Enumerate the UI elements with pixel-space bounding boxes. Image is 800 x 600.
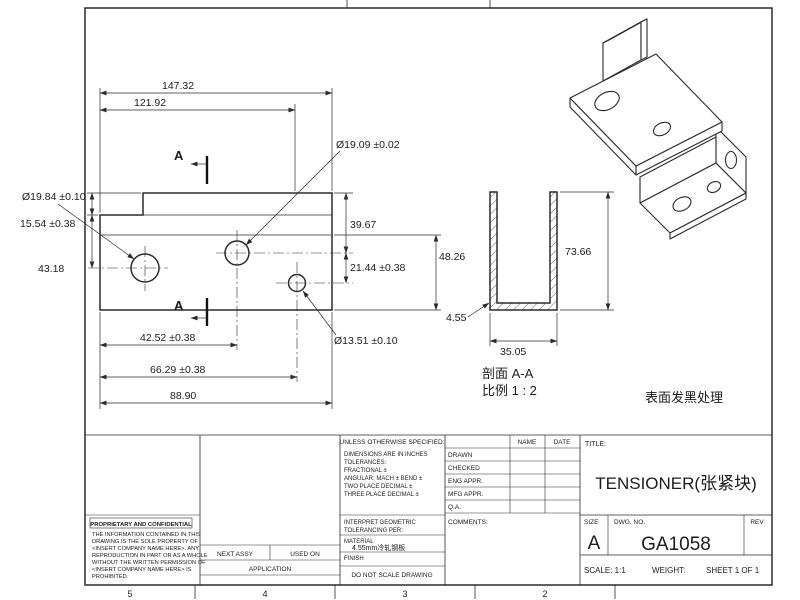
dim-bottom-width: 88.90 [170, 390, 196, 402]
used-on-label: USED ON [290, 551, 320, 558]
proprietary-note: PROPRIETARY AND CONFIDENTIAL THE INFORMA… [89, 517, 208, 580]
size-value: A [588, 533, 601, 554]
isometric-view [569, 18, 747, 240]
title-label: TITLE: [585, 441, 606, 448]
spec-line: DIMENSIONS ARE IN INCHES [344, 452, 428, 458]
title-block-grid [85, 434, 772, 585]
section-profile [489, 191, 558, 311]
dim-small-hole-x: 66.29 ±0.38 [150, 364, 206, 376]
front-view-dimensions: 147.32 121.92 15.54 ±0.38 43.18 Ø19.84 ±… [20, 80, 465, 409]
approval-row-label: Q.A. [448, 504, 461, 511]
date-column-header: DATE [554, 439, 572, 446]
size-label: SIZE [584, 519, 599, 526]
sheet-text: SHEET 1 OF 1 [706, 566, 760, 575]
surface-treatment-note: 表面发黑处理 [645, 390, 723, 405]
dim-center-hole-x: 42.52 ±0.38 [140, 332, 196, 344]
dim-upper-width: 121.92 [134, 97, 166, 109]
iso-flange-hole-4 [706, 180, 722, 194]
dwg-no-label: DWG. NO. [614, 519, 645, 526]
section-marker-bottom: A [174, 298, 184, 313]
dim-small-hole-callout: Ø13.51 ±0.10 [334, 335, 398, 347]
spec-header: UNLESS OTHERWISE SPECIFIED: [340, 439, 445, 446]
approval-row-label: ENG APPR. [448, 478, 483, 485]
proprietary-line: PROHIBITED. [92, 574, 129, 580]
zone-3: 3 [402, 589, 407, 599]
iso-end-tab-hole [724, 150, 738, 170]
dim-holes-v: 21.44 ±0.38 [350, 262, 406, 274]
dim-overall-width: 147.32 [162, 80, 194, 92]
tolerancing-per: TOLERANCING PER: [344, 528, 403, 534]
scale-text: SCALE: 1:1 [584, 566, 626, 575]
application-block: NEXT ASSY USED ON APPLICATION [217, 551, 320, 573]
drawing-title: TENSIONER(张紧块) [595, 474, 757, 493]
zone-2: 2 [542, 589, 547, 599]
rev-label: REV [750, 519, 764, 526]
section-cut-marks: A A [174, 148, 209, 326]
spec-line: THREE PLACE DECIMAL ± [344, 492, 419, 498]
name-column-header: NAME [518, 439, 537, 446]
approval-row-label: COMMENTS: [448, 519, 488, 526]
proprietary-header: PROPRIETARY AND CONFIDENTIAL [90, 522, 192, 528]
spec-notes: UNLESS OTHERWISE SPECIFIED: DIMENSIONS A… [340, 439, 445, 579]
title-area: TITLE: TENSIONER(张紧块) SIZE A DWG. NO. GA… [584, 441, 764, 575]
weight-text: WEIGHT: [652, 566, 685, 575]
dim-right-height: 48.26 [439, 251, 465, 263]
zone-labels: 5 4 3 2 [127, 589, 547, 599]
spec-line: TOLERANCES: [344, 460, 387, 466]
approval-row-label: CHECKED [448, 465, 480, 472]
material-value: 4.55mm冷轧钢板 [352, 543, 405, 552]
iso-flange-hole-1 [594, 90, 620, 112]
dim-center-hole-callout: Ø19.09 ±0.02 [336, 139, 400, 151]
next-assy-label: NEXT ASSY [217, 551, 254, 558]
interpret-geometric: INTERPRET GEOMETRIC [344, 520, 417, 526]
application-label: APPLICATION [249, 566, 292, 573]
proprietary-line: <INSERT COMPANY NAME HERE> IS [92, 567, 192, 573]
section-caption: 剖面 A-A [482, 366, 534, 381]
material-label: MATERIAL [344, 539, 374, 545]
section-marker-top: A [174, 148, 184, 163]
proprietary-line: DRAWING IS THE SOLE PROPERTY OF [92, 539, 199, 545]
dim-section-height: 73.66 [565, 246, 591, 258]
spec-line: TWO PLACE DECIMAL ± [344, 484, 413, 490]
proprietary-line: THE INFORMATION CONTAINED IN THIS [92, 532, 201, 538]
do-not-scale: DO NOT SCALE DRAWING [351, 572, 432, 579]
dim-step-height: 15.54 ±0.38 [20, 218, 76, 230]
dim-left-hole-v: 43.18 [38, 263, 64, 275]
dim-left-hole-callout: Ø19.84 ±0.10 [22, 191, 86, 203]
section-scale-note: 比例 1 : 2 [482, 383, 537, 398]
dim-center-hole-v: 39.67 [350, 219, 376, 231]
proprietary-line: REPRODUCTION IN PART OR AS A WHOLE [92, 553, 208, 559]
iso-flange-hole-3 [672, 196, 692, 212]
spec-line: FRACTIONAL ± [344, 468, 387, 474]
approval-row-label: DRAWN [448, 452, 473, 459]
approval-table: NAME DATE DRAWN CHECKED ENG APPR. MFG AP… [448, 439, 571, 526]
proprietary-line: <INSERT COMPANY NAME HERE>. ANY [92, 546, 199, 552]
dim-section-width: 35.05 [500, 346, 526, 358]
zone-5: 5 [127, 589, 132, 599]
front-view-centerlines [88, 230, 353, 382]
dim-section-thickness: 4.55 [446, 312, 467, 324]
approval-row-label: MFG APPR. [448, 491, 484, 498]
spec-line: ANGULAR: MACH ± BEND ± [344, 476, 423, 482]
finish-label: FINISH [344, 556, 364, 562]
section-view: 73.66 4.55 35.05 剖面 A-A 比例 1 : 2 [446, 191, 614, 398]
zone-4: 4 [262, 589, 267, 599]
proprietary-line: WITHOUT THE WRITTEN PERMISSION OF [92, 560, 206, 566]
iso-flange-hole-2 [652, 121, 672, 137]
dwg-no-value: GA1058 [641, 534, 711, 555]
